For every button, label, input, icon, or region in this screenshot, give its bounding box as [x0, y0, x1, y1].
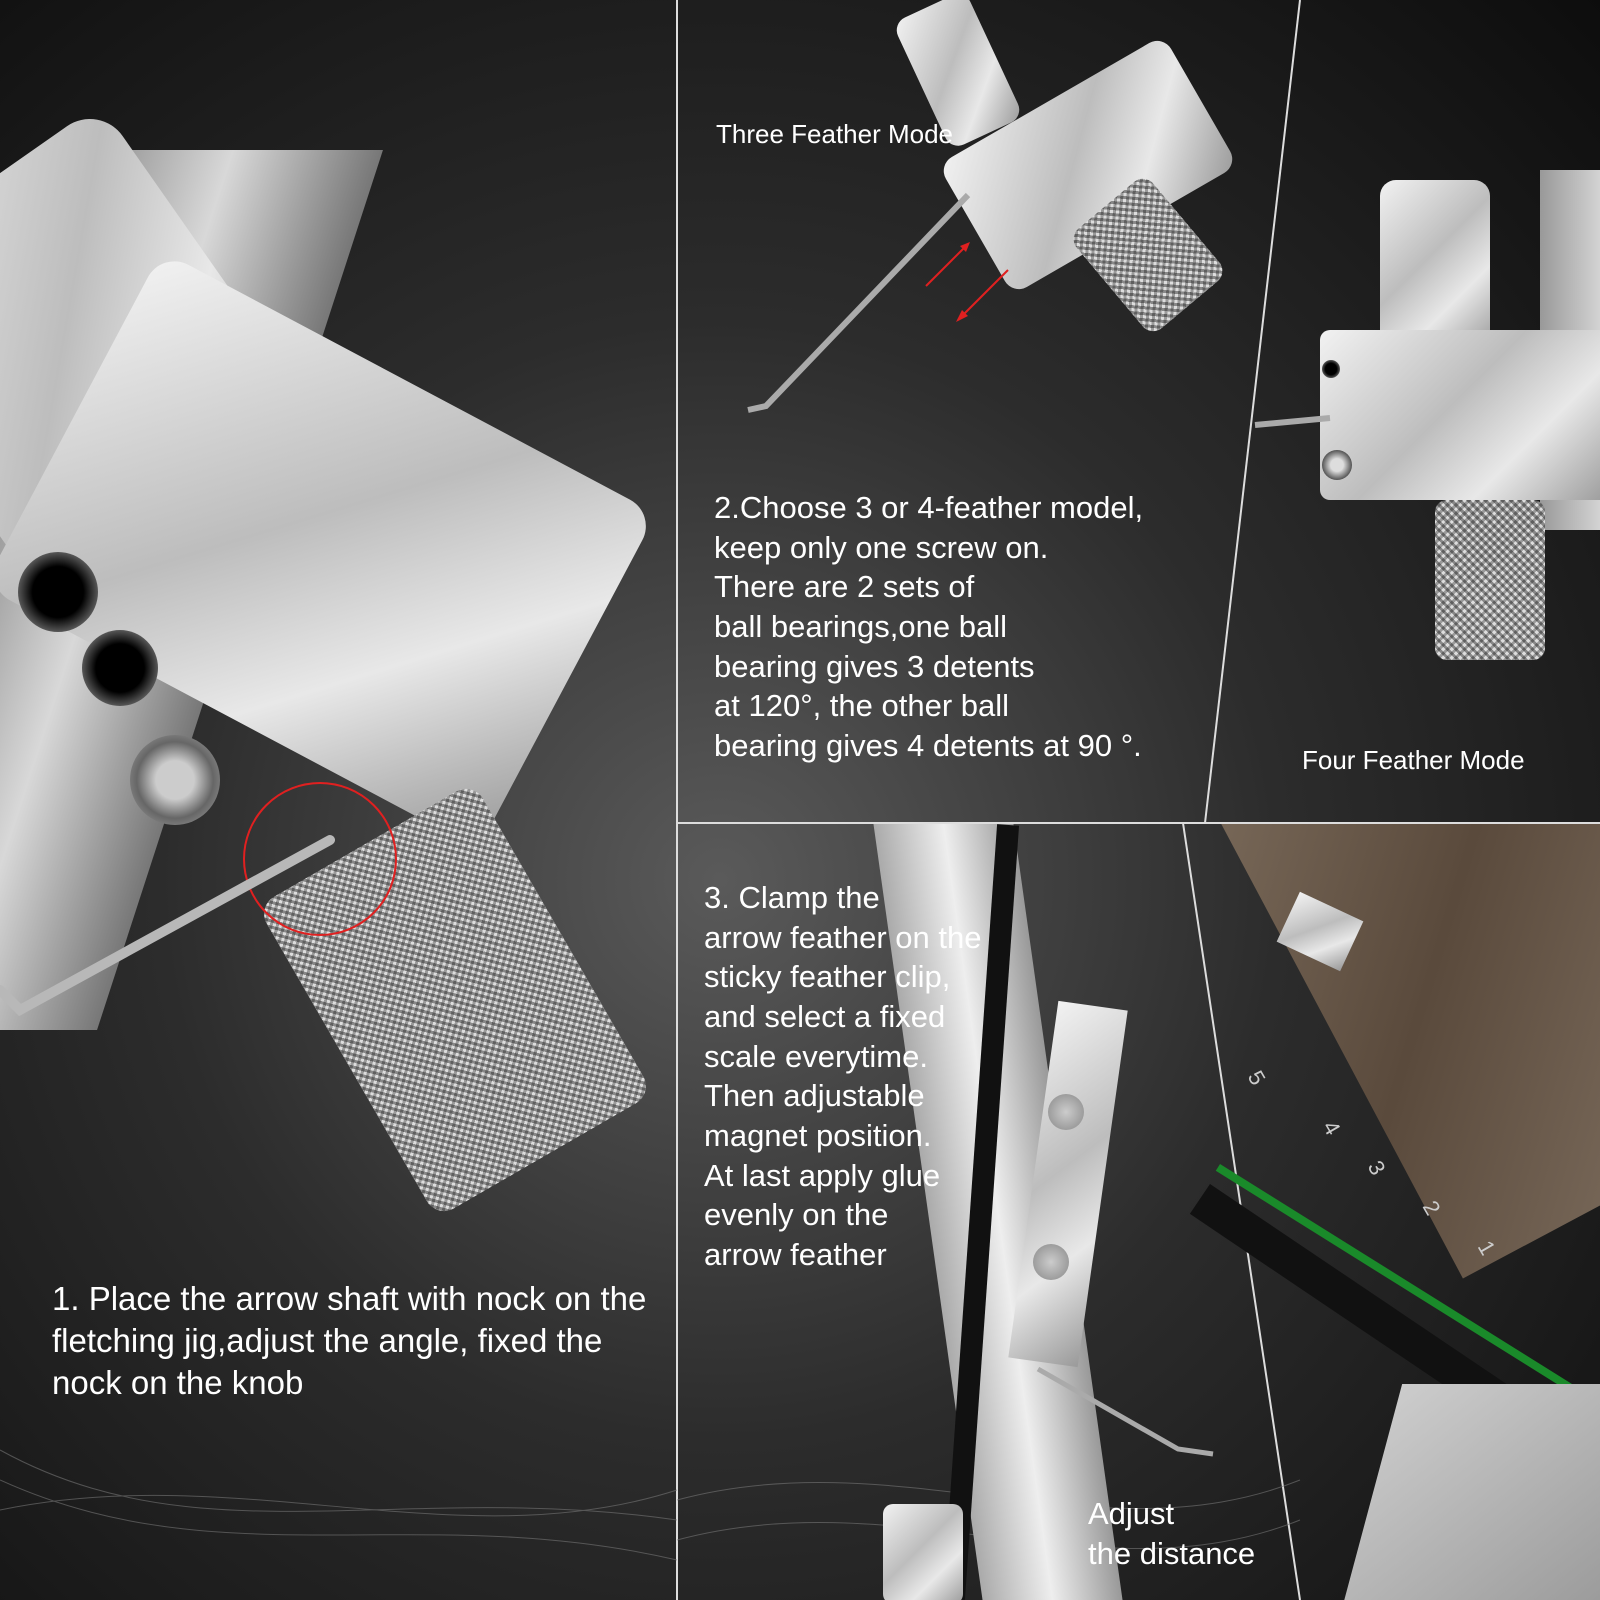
- four-feather-panel: Four Feather Mode: [1210, 0, 1600, 822]
- highlight-circle: [243, 782, 397, 936]
- screw-hole-icon: [1322, 450, 1352, 480]
- step3-line: evenly on the: [704, 1197, 889, 1233]
- step3-line: and select a fixed: [704, 999, 946, 1035]
- magnet-icon: [1048, 1094, 1084, 1130]
- magnet-icon: [1033, 1244, 1069, 1280]
- jig-block: [1320, 330, 1600, 500]
- scale-number: 4: [1317, 1116, 1346, 1140]
- step2-line: keep only one screw on.: [714, 529, 1049, 565]
- screw-hole-icon: [18, 552, 98, 632]
- hex-screw-icon: [130, 735, 220, 825]
- nock-holder: [883, 1504, 963, 1600]
- step2-text: 2.Choose 3 or 4-feather model, keep only…: [714, 488, 1214, 766]
- three-feather-label: Three Feather Mode: [716, 119, 954, 149]
- scale-number: 5: [1242, 1066, 1271, 1090]
- step3-text: 3. Clamp the arrow feather on the sticky…: [704, 878, 1034, 1275]
- step3-line: scale everytime.: [704, 1038, 928, 1074]
- step3-line: 3. Clamp the: [704, 880, 880, 915]
- screw-hole-icon: [1322, 360, 1340, 378]
- screw-hole-icon: [82, 630, 158, 706]
- step2-line: at 120°, the other ball: [714, 688, 1010, 724]
- four-feather-label: Four Feather Mode: [1302, 745, 1525, 775]
- knurled-knob: [1435, 500, 1545, 660]
- step3-line: At last apply glue: [704, 1157, 941, 1193]
- step2-line: ball bearings,one ball: [714, 609, 1007, 645]
- three-feather-panel: Three Feather Mode 2.Choose 3 or 4-feath…: [678, 0, 1298, 822]
- scale-panel: 5 4 3 2 1: [1190, 824, 1600, 1600]
- feather-clip: [1200, 824, 1600, 1279]
- step3-line: sticky feather clip,: [704, 959, 951, 995]
- jig-tube: [1380, 180, 1490, 350]
- scale-number: 3: [1362, 1156, 1391, 1180]
- step2-line: 2.Choose 3 or 4-feather model,: [714, 490, 1144, 525]
- jig-base: [1337, 1384, 1600, 1600]
- step2-line: bearing gives 3 detents: [714, 648, 1035, 684]
- step3-line: arrow feather: [704, 1237, 887, 1273]
- step3-line: Then adjustable: [704, 1078, 925, 1114]
- step2-line: There are 2 sets of: [714, 569, 975, 605]
- step1-text: 1. Place the arrow shaft with nock on th…: [52, 1280, 647, 1402]
- allen-key-icon: [1036, 1366, 1214, 1457]
- step2-line: bearing gives 4 detents at 90 °.: [714, 728, 1142, 764]
- allen-key-and-arrows: [747, 192, 1009, 413]
- step3-line: magnet position.: [704, 1118, 932, 1154]
- step3-line: arrow feather on the: [704, 919, 982, 955]
- adjust-line: Adjust: [1088, 1496, 1175, 1531]
- step1-panel: 1. Place the arrow shaft with nock on th…: [0, 0, 677, 1600]
- adjust-distance-label: Adjust the distance: [1088, 1494, 1255, 1573]
- allen-key-icon: [1254, 415, 1331, 428]
- clamp-panel: 3. Clamp the arrow feather on the sticky…: [678, 824, 1298, 1600]
- allen-key-icon: [0, 835, 335, 1017]
- adjust-line: the distance: [1088, 1535, 1256, 1571]
